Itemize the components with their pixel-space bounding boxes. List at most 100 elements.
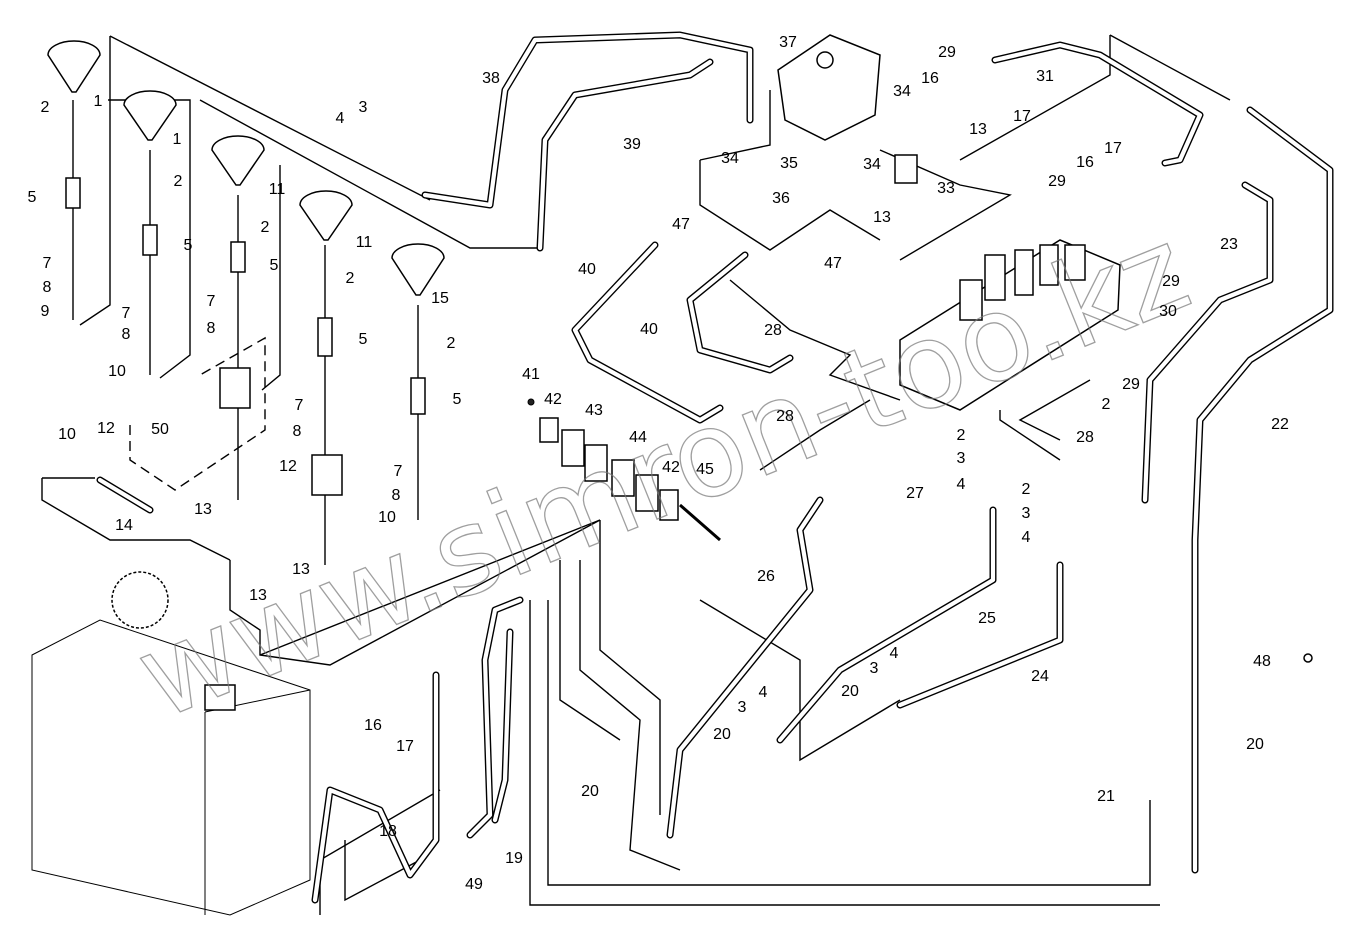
callout-16: 16 bbox=[364, 717, 382, 734]
callout-19: 19 bbox=[505, 850, 523, 867]
callout-31: 31 bbox=[1036, 68, 1054, 85]
callout-5: 5 bbox=[184, 237, 193, 254]
callout-18: 18 bbox=[379, 823, 397, 840]
callout-7: 7 bbox=[207, 293, 216, 310]
callout-2: 2 bbox=[174, 173, 183, 190]
callout-4: 4 bbox=[890, 645, 899, 662]
callout-20: 20 bbox=[713, 726, 731, 743]
callout-9: 9 bbox=[41, 303, 50, 320]
callout-17: 17 bbox=[1013, 108, 1031, 125]
callout-38: 38 bbox=[482, 70, 500, 87]
callout-34: 34 bbox=[721, 150, 739, 167]
callout-39: 39 bbox=[623, 136, 641, 153]
callout-21: 21 bbox=[1097, 788, 1115, 805]
callout-2: 2 bbox=[1022, 481, 1031, 498]
callout-20: 20 bbox=[1246, 736, 1264, 753]
callout-47: 47 bbox=[672, 216, 690, 233]
callout-8: 8 bbox=[207, 320, 216, 337]
callout-34: 34 bbox=[863, 156, 881, 173]
callout-2: 2 bbox=[1102, 396, 1111, 413]
callout-10: 10 bbox=[108, 363, 126, 380]
callout-45: 45 bbox=[696, 461, 714, 478]
callout-23: 23 bbox=[1220, 236, 1238, 253]
callout-29: 29 bbox=[1122, 376, 1140, 393]
callout-48: 48 bbox=[1253, 653, 1271, 670]
callout-4: 4 bbox=[759, 684, 768, 701]
callout-2: 2 bbox=[346, 270, 355, 287]
callout-5: 5 bbox=[453, 391, 462, 408]
callout-49: 49 bbox=[465, 876, 483, 893]
callout-8: 8 bbox=[122, 326, 131, 343]
callout-13: 13 bbox=[969, 121, 987, 138]
callout-20: 20 bbox=[581, 783, 599, 800]
callout-29: 29 bbox=[1048, 173, 1066, 190]
callout-14: 14 bbox=[115, 517, 133, 534]
callout-10: 10 bbox=[58, 426, 76, 443]
callout-3: 3 bbox=[1022, 505, 1031, 522]
callout-22: 22 bbox=[1271, 416, 1289, 433]
callout-10: 10 bbox=[378, 509, 396, 526]
callout-36: 36 bbox=[772, 190, 790, 207]
callout-28: 28 bbox=[764, 322, 782, 339]
callout-33: 33 bbox=[937, 180, 955, 197]
callout-2: 2 bbox=[957, 427, 966, 444]
callout-3: 3 bbox=[359, 99, 368, 116]
callout-34: 34 bbox=[893, 83, 911, 100]
callout-16: 16 bbox=[1076, 154, 1094, 171]
callout-42: 42 bbox=[544, 391, 562, 408]
callout-25: 25 bbox=[978, 610, 996, 627]
callout-3: 3 bbox=[957, 450, 966, 467]
callout-1: 1 bbox=[173, 131, 182, 148]
callout-7: 7 bbox=[43, 255, 52, 272]
callout-29: 29 bbox=[938, 44, 956, 61]
callout-7: 7 bbox=[122, 305, 131, 322]
diagram-drawing bbox=[31, 31, 1334, 916]
callout-8: 8 bbox=[392, 487, 401, 504]
callout-16: 16 bbox=[921, 70, 939, 87]
callout-1: 1 bbox=[94, 93, 103, 110]
callout-44: 44 bbox=[629, 429, 647, 446]
callout-4: 4 bbox=[336, 110, 345, 127]
callout-43: 43 bbox=[585, 402, 603, 419]
callout-27: 27 bbox=[906, 485, 924, 502]
callout-40: 40 bbox=[578, 261, 596, 278]
callout-28: 28 bbox=[776, 408, 794, 425]
callout-11: 11 bbox=[356, 234, 373, 251]
callout-30: 30 bbox=[1159, 303, 1177, 320]
callout-37: 37 bbox=[779, 34, 797, 51]
callout-17: 17 bbox=[396, 738, 414, 755]
callout-13: 13 bbox=[292, 561, 310, 578]
callout-8: 8 bbox=[293, 423, 302, 440]
callout-47: 47 bbox=[824, 255, 842, 272]
callout-35: 35 bbox=[780, 155, 798, 172]
callout-2: 2 bbox=[447, 335, 456, 352]
callout-5: 5 bbox=[359, 331, 368, 348]
callout-41: 41 bbox=[522, 366, 540, 383]
callout-29: 29 bbox=[1162, 273, 1180, 290]
callout-15: 15 bbox=[431, 290, 449, 307]
callout-50: 50 bbox=[151, 421, 169, 438]
callout-2: 2 bbox=[41, 99, 50, 116]
callout-2: 2 bbox=[261, 219, 270, 236]
callout-42: 42 bbox=[662, 459, 680, 476]
callout-28: 28 bbox=[1076, 429, 1094, 446]
callout-13: 13 bbox=[194, 501, 212, 518]
callout-3: 3 bbox=[738, 699, 747, 716]
callout-5: 5 bbox=[270, 257, 279, 274]
callout-13: 13 bbox=[873, 209, 891, 226]
callout-13: 13 bbox=[249, 587, 267, 604]
callout-26: 26 bbox=[757, 568, 775, 585]
callout-12: 12 bbox=[97, 420, 115, 437]
callout-4: 4 bbox=[957, 476, 966, 493]
callout-24: 24 bbox=[1031, 668, 1049, 685]
callout-4: 4 bbox=[1022, 529, 1031, 546]
callout-17: 17 bbox=[1104, 140, 1122, 157]
callout-12: 12 bbox=[279, 458, 297, 475]
callout-5: 5 bbox=[28, 189, 37, 206]
callout-3: 3 bbox=[870, 660, 879, 677]
callout-7: 7 bbox=[394, 463, 403, 480]
callout-40: 40 bbox=[640, 321, 658, 338]
callout-11: 11 bbox=[269, 181, 286, 198]
